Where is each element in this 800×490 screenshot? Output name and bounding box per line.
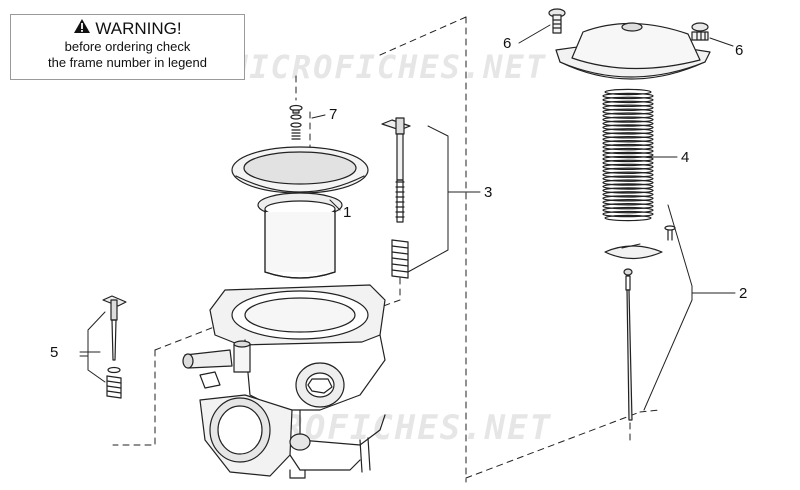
spring-coil — [602, 124, 654, 131]
spring-coil — [602, 199, 654, 206]
screw-right — [691, 22, 709, 41]
top-cover — [555, 22, 711, 80]
spring-coil — [602, 155, 654, 163]
callout-6-left: 6 — [503, 35, 512, 52]
spring-coil — [602, 136, 654, 143]
callout-3: 3 — [484, 184, 493, 201]
spring-coil — [602, 183, 654, 190]
spring-coil — [602, 167, 654, 174]
spring-coil — [602, 159, 654, 167]
spring-coil — [602, 151, 654, 159]
screw-left — [548, 8, 566, 34]
spring-coil — [602, 104, 654, 111]
leader-lines — [79, 24, 736, 411]
spring-coil — [602, 179, 654, 186]
spring-coil — [602, 132, 654, 139]
callout-2: 2 — [739, 285, 748, 302]
spring-coil — [602, 210, 654, 218]
spring-coil — [602, 143, 654, 151]
carburetor-body — [182, 284, 386, 479]
needle-clip-kit — [289, 104, 303, 140]
warning-triangle-icon — [73, 18, 91, 39]
pilot-screw — [102, 295, 127, 399]
spring-coil — [602, 202, 654, 210]
spring-coil — [602, 206, 654, 214]
spring-coil — [602, 163, 654, 171]
warning-heading: WARNING! — [11, 18, 244, 39]
spring-coil — [602, 120, 654, 127]
spring-coil — [602, 116, 654, 123]
spring-coil — [602, 175, 654, 182]
adjusting-screw — [381, 117, 411, 279]
spring-coil — [602, 195, 654, 202]
spring-coil — [602, 96, 654, 104]
callout-4: 4 — [681, 149, 690, 166]
spring-coil — [602, 187, 654, 194]
spring-coil — [604, 88, 652, 96]
warning-line-2: the frame number in legend — [48, 55, 207, 70]
spring-coil — [602, 92, 654, 100]
callout-5: 5 — [50, 344, 59, 361]
slide-spring — [602, 88, 654, 222]
warning-notice: WARNING! before ordering check the frame… — [10, 14, 245, 80]
spring-coil — [602, 128, 654, 135]
spring-coil — [602, 139, 654, 147]
callout-7: 7 — [329, 106, 338, 123]
callout-1: 1 — [343, 204, 352, 221]
warning-title: WARNING! — [95, 18, 182, 38]
spring-coil — [602, 191, 654, 198]
spring-coil — [602, 171, 654, 178]
spring-coil — [602, 100, 654, 108]
watermark-top: MICROFICHES.NET — [228, 48, 547, 86]
spring-coil — [604, 214, 652, 222]
spring-coil — [602, 147, 654, 155]
spring-coil — [602, 112, 654, 119]
needle-assembly — [604, 225, 676, 421]
assembly-guide-lines — [112, 16, 661, 483]
warning-line-1: before ordering check — [64, 39, 191, 54]
spring-coil — [602, 108, 654, 115]
callout-6-right: 6 — [735, 42, 744, 59]
diaphragm-part — [231, 146, 369, 279]
